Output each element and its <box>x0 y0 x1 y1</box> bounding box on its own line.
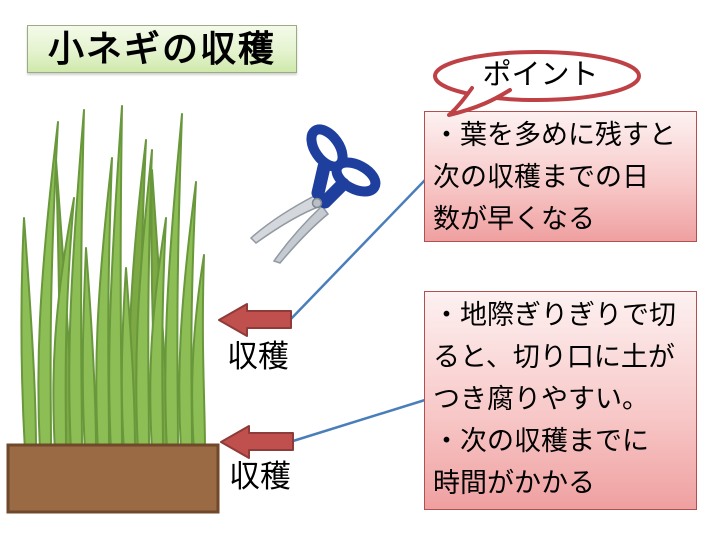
scissors-blade-left <box>249 193 323 244</box>
soil-bed-icon <box>6 443 220 514</box>
callout-box-ground-cut: ・地際ぎりぎりで切 ると、切り口に土が つき腐りやすい。 ・次の収穫までに 時間… <box>424 291 697 510</box>
scissors-handle-bottom <box>331 157 381 197</box>
left-arrow-icon-top <box>218 303 292 337</box>
left-arrow-shape <box>218 303 292 337</box>
scissors-blade-right <box>272 204 330 264</box>
harvest-label-top: 収穫 <box>227 339 289 374</box>
harvest-label-bottom: 収穫 <box>229 459 291 494</box>
scissors-pivot-screw <box>311 197 323 209</box>
green-onion-plants-icon <box>6 105 220 514</box>
scissors-shank-top <box>311 160 331 200</box>
green-onion-leaves <box>20 105 206 452</box>
page-title: 小ネギの収穫 <box>27 25 297 73</box>
speech-bubble-icon <box>433 50 641 117</box>
callout-box-leaves: ・葉を多めに残すと 次の収穫までの日 数が早くなる <box>424 111 697 242</box>
scissors-icon <box>249 124 381 264</box>
left-arrow-icon-bottom <box>220 425 294 459</box>
point-label: ポイント <box>482 59 599 91</box>
speech-bubble-ellipse <box>433 50 641 102</box>
scissors-shank-bottom <box>318 177 350 209</box>
connector-line-bottom <box>292 398 426 443</box>
speech-bubble-tail <box>447 86 512 117</box>
left-arrow-shape <box>220 425 294 459</box>
